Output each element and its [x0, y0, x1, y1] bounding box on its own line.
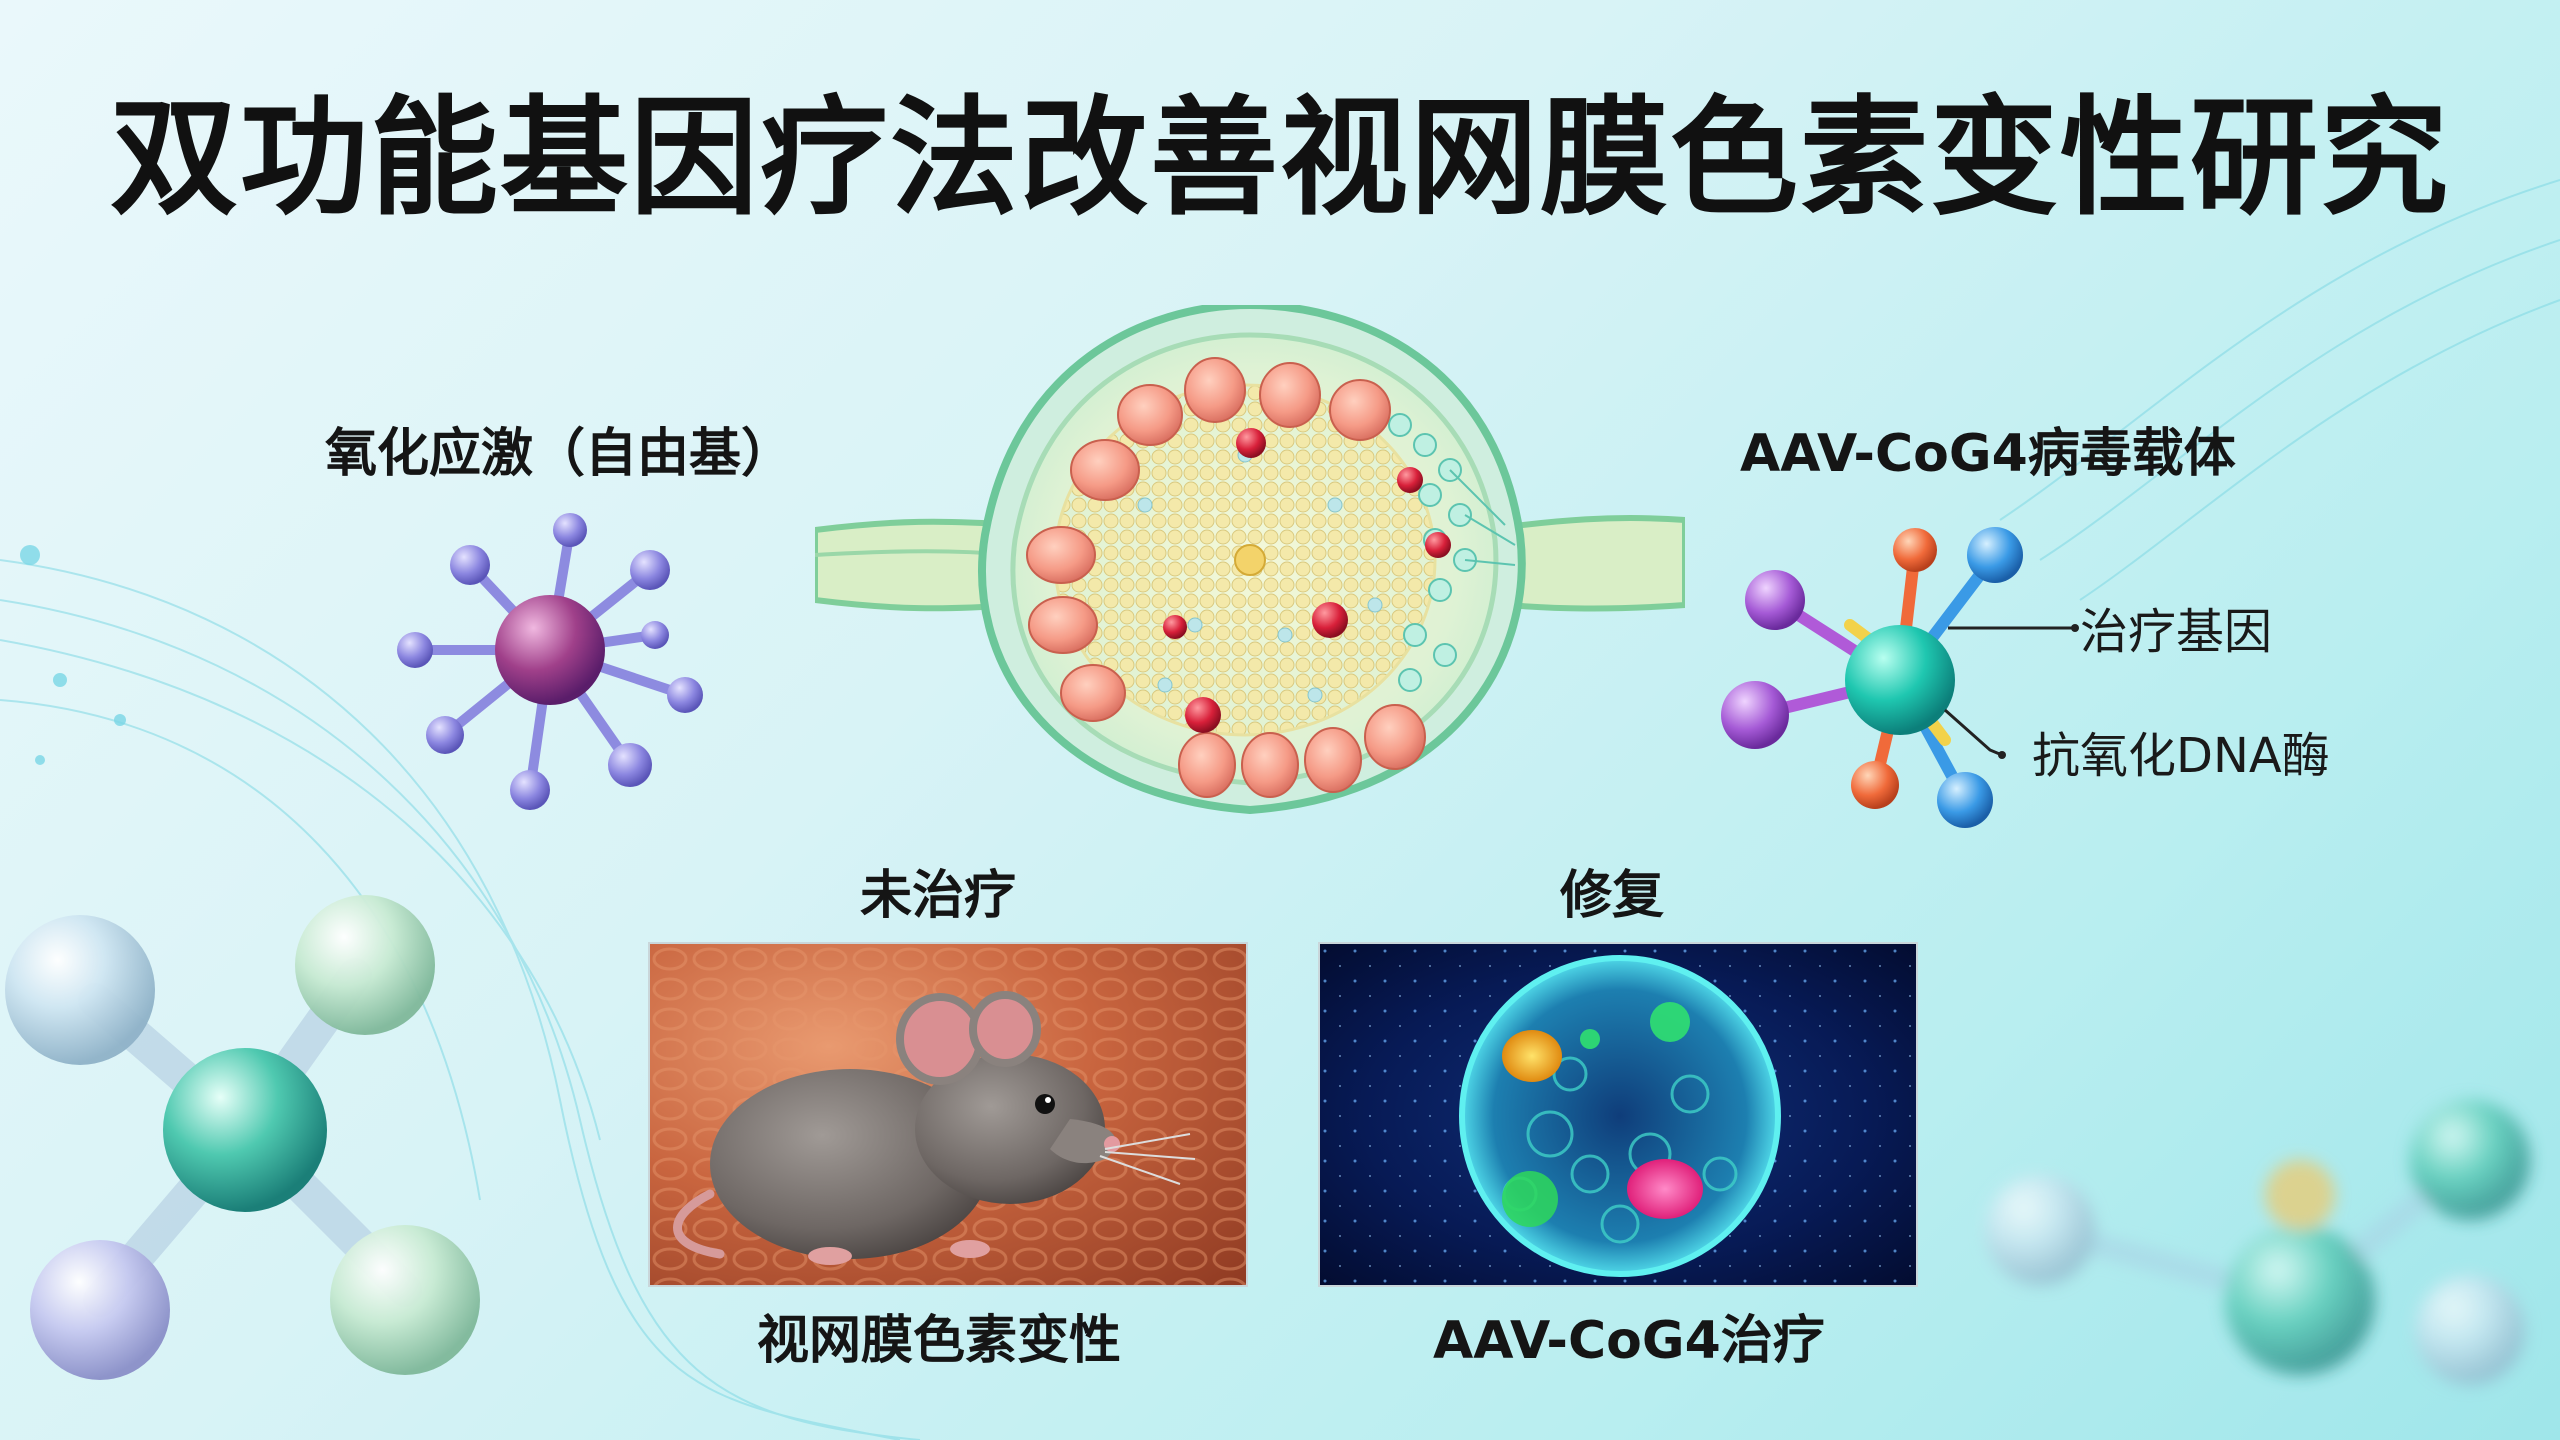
aav-vector-label: AAV-CoG4病毒载体: [1740, 424, 2236, 484]
repaired-caption: AAV-CoG4治疗: [1433, 1311, 1825, 1371]
untreated-heading: 未治疗: [860, 866, 1017, 926]
repaired-heading: 修复: [1560, 866, 1665, 926]
oxidative-stress-label: 氧化应激（自由基）: [325, 424, 794, 484]
repaired-cell-image: [1318, 942, 1918, 1287]
mouse-illustration: [650, 944, 1246, 1285]
page-title: 双功能基因疗法改善视网膜色素变性研究: [109, 84, 2450, 233]
therapeutic-gene-callout: 治疗基因: [2080, 604, 2273, 660]
untreated-caption: 视网膜色素变性: [757, 1311, 1122, 1371]
aav-vector-molecule-icon: [1721, 527, 2079, 828]
retina-cell-diagram: [815, 305, 1685, 815]
free-radical-molecule-icon: [397, 513, 703, 810]
untreated-mouse-image: [648, 942, 1248, 1287]
fluorescent-cell-illustration: [1320, 944, 1916, 1285]
antioxidant-enzyme-callout: 抗氧化DNA酶: [2032, 728, 2330, 784]
